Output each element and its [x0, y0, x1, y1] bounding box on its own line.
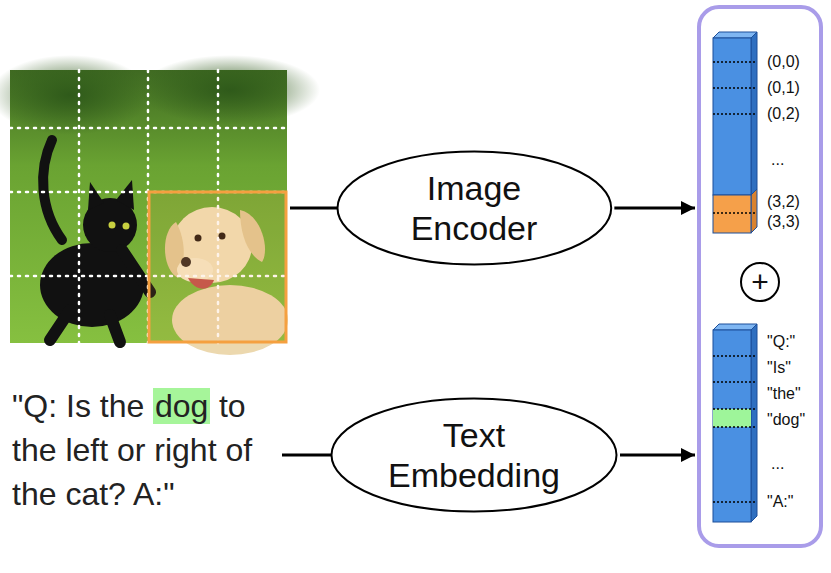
token-label: (0,2) [767, 105, 800, 123]
highlighted-word: dog [153, 388, 210, 424]
token-label: (0,1) [767, 79, 800, 97]
token-label: ... [771, 151, 784, 169]
token-label: (3,2) [767, 193, 800, 211]
connector-arrow [614, 207, 695, 210]
ellipse-outline [336, 150, 613, 266]
token-label: "the" [767, 385, 801, 403]
image-token-column [713, 32, 757, 233]
token-label: "Is" [767, 359, 791, 377]
question-text: "Q: Is thedogto the left or right of the… [12, 384, 274, 516]
token-label: "A:" [767, 493, 793, 511]
text-token-column [713, 324, 757, 522]
photo [0, 55, 320, 355]
operator-symbol: + [751, 267, 769, 297]
token-label: ... [771, 455, 784, 473]
process-ellipse: Text Embedding [330, 397, 618, 513]
token-label: (3,3) [767, 213, 800, 231]
connector-arrow [620, 454, 695, 457]
ellipse-outline [330, 397, 618, 513]
embedding-panel: (0,0) (0,1) (0,2)... (3,2) (3,3) "Q:" "Is" "the… [697, 5, 823, 548]
token-label: "Q:" [767, 333, 795, 351]
question-fragment: "Q: Is the [12, 388, 144, 424]
token-label: (0,0) [767, 53, 800, 71]
operator-circle: + [740, 262, 780, 302]
node-title: Text Embedding [359, 415, 589, 495]
process-ellipse: Image Encoder [336, 150, 613, 266]
dog-region [149, 192, 286, 342]
node-title: Image Encoder [364, 168, 585, 248]
token-label: "dog" [767, 411, 805, 429]
